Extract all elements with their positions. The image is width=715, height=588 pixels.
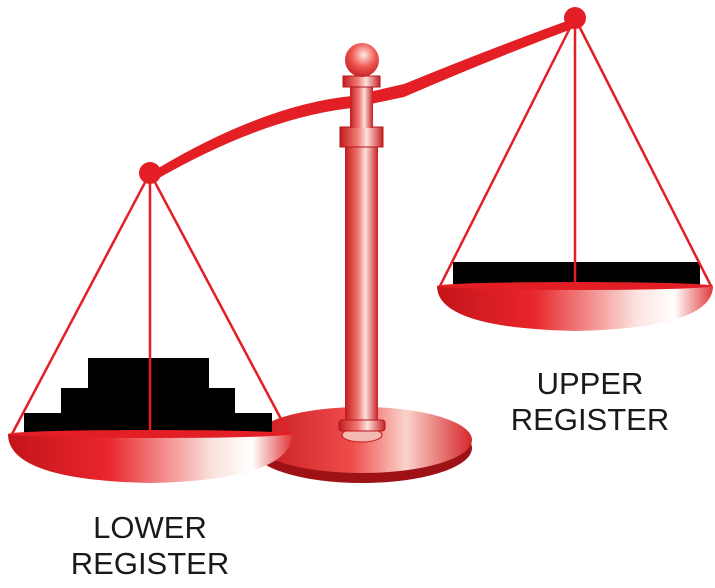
right-pan-group <box>437 17 713 331</box>
lower-label-line1: LOWER <box>93 510 207 545</box>
upper-register-label: UPPER REGISTER <box>490 366 690 438</box>
upper-label-line2: REGISTER <box>510 402 670 437</box>
right-pan-strings <box>438 17 713 287</box>
weight-block <box>24 413 272 435</box>
lower-label-line2: REGISTER <box>70 546 230 581</box>
upper-label-line1: UPPER <box>536 366 644 401</box>
center-pole <box>338 75 386 432</box>
lower-register-label: LOWER REGISTER <box>50 510 250 582</box>
weight-block <box>61 388 235 414</box>
left-pan <box>8 434 292 483</box>
left-pan-group <box>8 172 292 483</box>
right-pan <box>437 286 713 331</box>
left-pan-strings <box>10 172 291 435</box>
weight-block <box>88 358 209 389</box>
stand-base <box>252 407 472 483</box>
pole-top-knob <box>345 43 379 77</box>
